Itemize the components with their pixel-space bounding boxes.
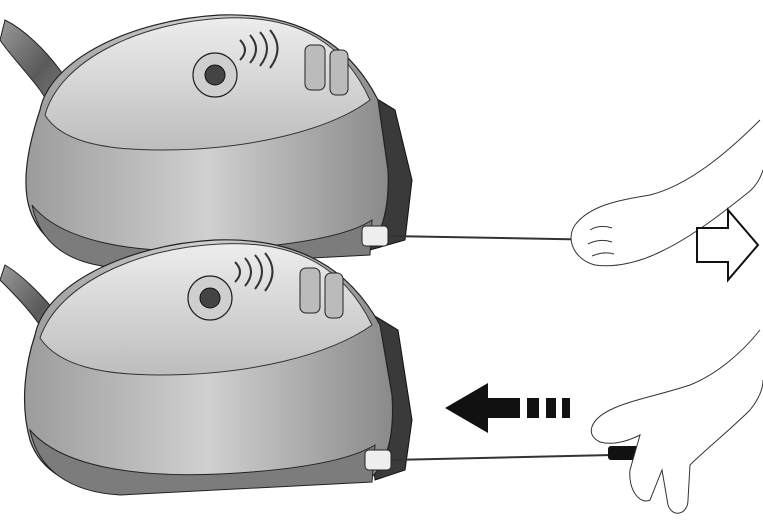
- panel-rewind: [0, 240, 763, 513]
- control-dial-center-bottom: [200, 288, 220, 308]
- power-cord-bottom: [391, 455, 612, 460]
- panel-pull-out: [0, 15, 763, 280]
- cord-outlet-top: [362, 226, 388, 246]
- hand-releasing: [591, 330, 763, 513]
- cord-outlet-bottom: [365, 450, 391, 470]
- control-dial-center-top: [205, 65, 225, 85]
- arrow-left-solid-icon: [445, 383, 570, 433]
